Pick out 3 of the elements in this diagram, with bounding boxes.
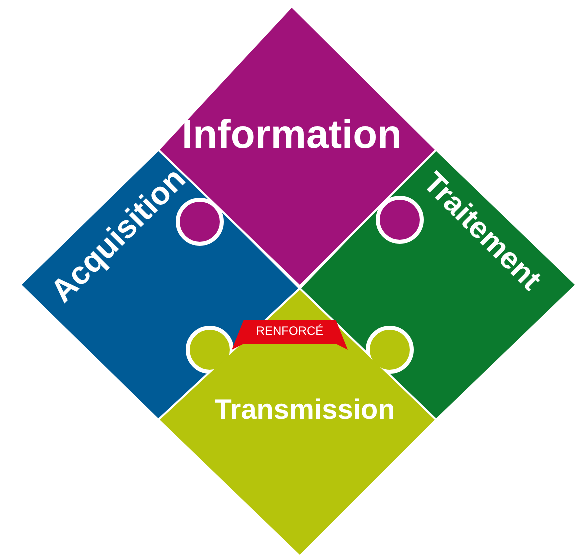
banner-text: RENFORCÉ <box>256 325 324 337</box>
piece-label: Information <box>182 115 402 155</box>
piece-label: Transmission <box>214 396 396 424</box>
